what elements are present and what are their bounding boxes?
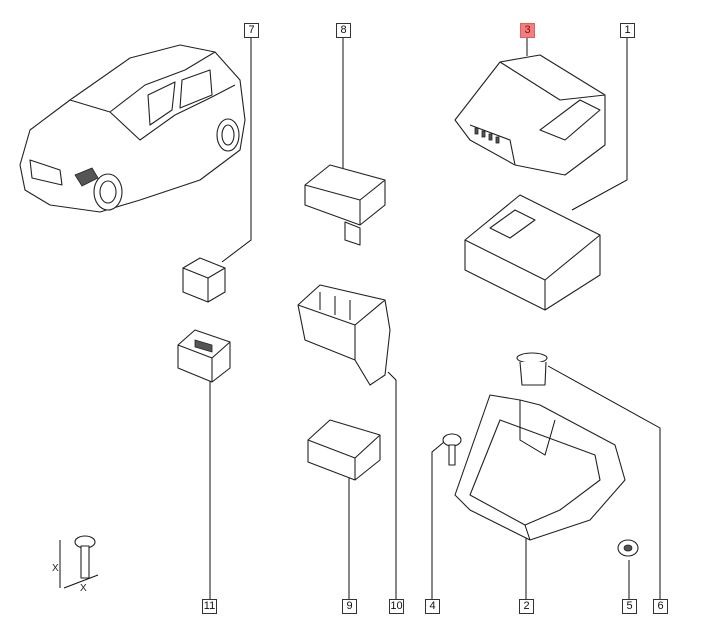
callout-2[interactable]: 2 — [519, 599, 534, 614]
callout-3-highlighted[interactable]: 3 — [520, 23, 535, 38]
dimension-x-vertical: X — [52, 563, 59, 574]
part-10-fuse-holder — [297, 284, 391, 386]
part-8-relay-holder — [304, 164, 386, 246]
part-11-relay-socket — [177, 329, 231, 383]
part-1-control-module — [464, 194, 601, 311]
part-9-fuse-box-insert — [307, 419, 381, 481]
leader-lines — [209, 38, 661, 599]
callout-4[interactable]: 4 — [425, 599, 440, 614]
callout-5[interactable]: 5 — [622, 599, 637, 614]
part-3-fuse-box-cover — [454, 54, 606, 176]
dimension-x-horizontal: X — [80, 583, 87, 594]
vehicle-illustration — [19, 44, 246, 213]
callout-8[interactable]: 8 — [336, 23, 351, 38]
part-2-battery-tray — [454, 394, 626, 541]
callout-6[interactable]: 6 — [653, 599, 668, 614]
part-4-bolt — [442, 433, 462, 466]
bolt-dimension-icon — [59, 535, 99, 589]
callout-11[interactable]: 11 — [202, 599, 217, 614]
part-5-grommet — [617, 539, 639, 557]
callout-10[interactable]: 10 — [389, 599, 404, 614]
callout-7[interactable]: 7 — [244, 23, 259, 38]
callout-9[interactable]: 9 — [342, 599, 357, 614]
part-7-relay — [182, 257, 226, 303]
part-6-clip — [516, 352, 548, 386]
callout-1[interactable]: 1 — [620, 23, 635, 38]
